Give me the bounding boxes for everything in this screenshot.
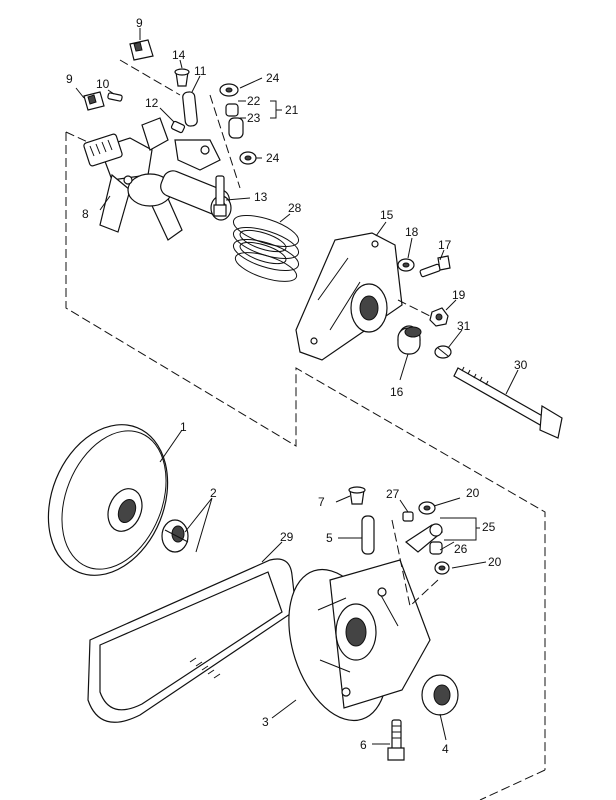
set-screw-27 [402,511,414,522]
set-screw-12 [170,120,186,134]
callout-1: 1 [180,420,187,434]
callout-16: 16 [390,385,404,399]
leader-lines [75,28,519,745]
plug-14 [174,68,190,87]
callout-23: 23 [247,111,261,125]
callout-5: 5 [326,531,333,545]
drive-belt-29 [87,558,297,723]
slider-block-9-lower [83,91,105,111]
callout-3: 3 [262,715,269,729]
callout-8: 8 [82,207,89,221]
slider-block-9-upper [129,39,154,61]
washer-24-upper [219,83,239,97]
callout-26: 26 [454,542,468,556]
roll-pin-10 [107,92,123,102]
washer-20-upper [418,501,436,515]
arm-assembly-25 [404,523,443,553]
callout-15: 15 [380,208,394,222]
spider-hub-8 [83,117,232,241]
washer-18 [397,258,415,272]
spring-28 [232,214,300,282]
callout-12: 12 [145,96,159,110]
bushing-pair-2 [161,519,189,553]
washer-31 [434,345,452,359]
callout-labels: 9 9 10 14 11 12 8 24 22 21 23 24 13 28 1… [66,16,528,756]
callout-20-upper: 20 [466,486,480,500]
bolt-13 [213,175,227,217]
bushing-4 [421,674,459,716]
dashed-guide-upper [209,94,241,189]
callout-14: 14 [172,48,186,62]
callout-30: 30 [514,358,528,372]
washer-24-lower [239,151,257,165]
callout-29: 29 [280,530,294,544]
callout-2: 2 [210,486,217,500]
bolt-6 [387,719,405,761]
callout-25: 25 [482,520,496,534]
callout-17: 17 [438,238,452,252]
nut-19 [429,307,449,327]
callout-20-lower: 20 [488,555,502,569]
callout-19: 19 [452,288,466,302]
callout-24-upper: 24 [266,71,280,85]
cover-15 [295,232,403,361]
callout-22: 22 [247,94,261,108]
washer-20-lower [434,561,450,575]
fixed-sheave-housing-3 [288,559,431,722]
callout-13: 13 [254,190,268,204]
movable-sheave-1 [47,424,169,576]
callout-11: 11 [194,64,207,78]
callout-6: 6 [360,738,367,752]
callout-21: 21 [285,103,299,117]
callout-31: 31 [457,319,471,333]
pin-11 [182,91,198,127]
callout-7: 7 [318,495,325,509]
callout-28: 28 [288,201,302,215]
roller-26 [429,541,443,555]
pin-5 [361,515,375,555]
bushing-16 [397,325,422,355]
callout-24-lower: 24 [266,151,280,165]
plug-7 [348,486,366,505]
bushing-23 [228,117,244,139]
callout-4: 4 [442,742,449,756]
bolt-30 [453,366,563,439]
dashed-guide-9 [119,59,181,96]
dashed-guide-19 [397,299,431,317]
roller-22 [225,103,239,117]
bolt-17 [419,255,451,278]
callout-27: 27 [386,487,400,501]
callout-9-upper: 9 [136,16,143,30]
callout-10: 10 [96,77,110,91]
dashed-guide-lower [391,519,439,607]
callout-9-lower: 9 [66,72,73,86]
callout-18: 18 [405,225,419,239]
